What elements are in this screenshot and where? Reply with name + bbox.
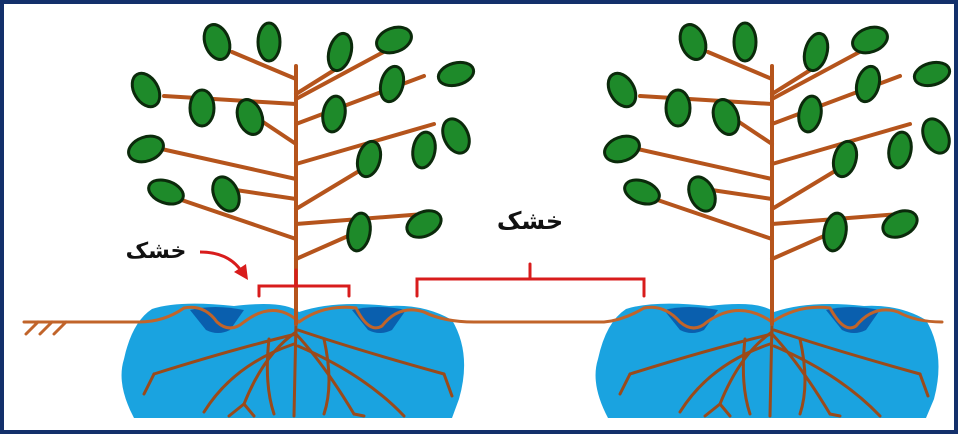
- irrigation-diagram: خشک خشک: [4, 4, 958, 438]
- tree-right-leaves: [601, 21, 955, 253]
- dry-zone-bracket-middle: [417, 264, 644, 296]
- dry-zone-label-left: خشک: [126, 239, 187, 264]
- dry-zone-bracket-left: [259, 270, 349, 296]
- dry-zone-label-middle: خشک: [497, 207, 563, 235]
- pointer-arrow: [200, 252, 248, 280]
- tree-right: [601, 21, 955, 324]
- tree-left-leaves: [125, 21, 476, 253]
- ground-hatch: [26, 322, 66, 334]
